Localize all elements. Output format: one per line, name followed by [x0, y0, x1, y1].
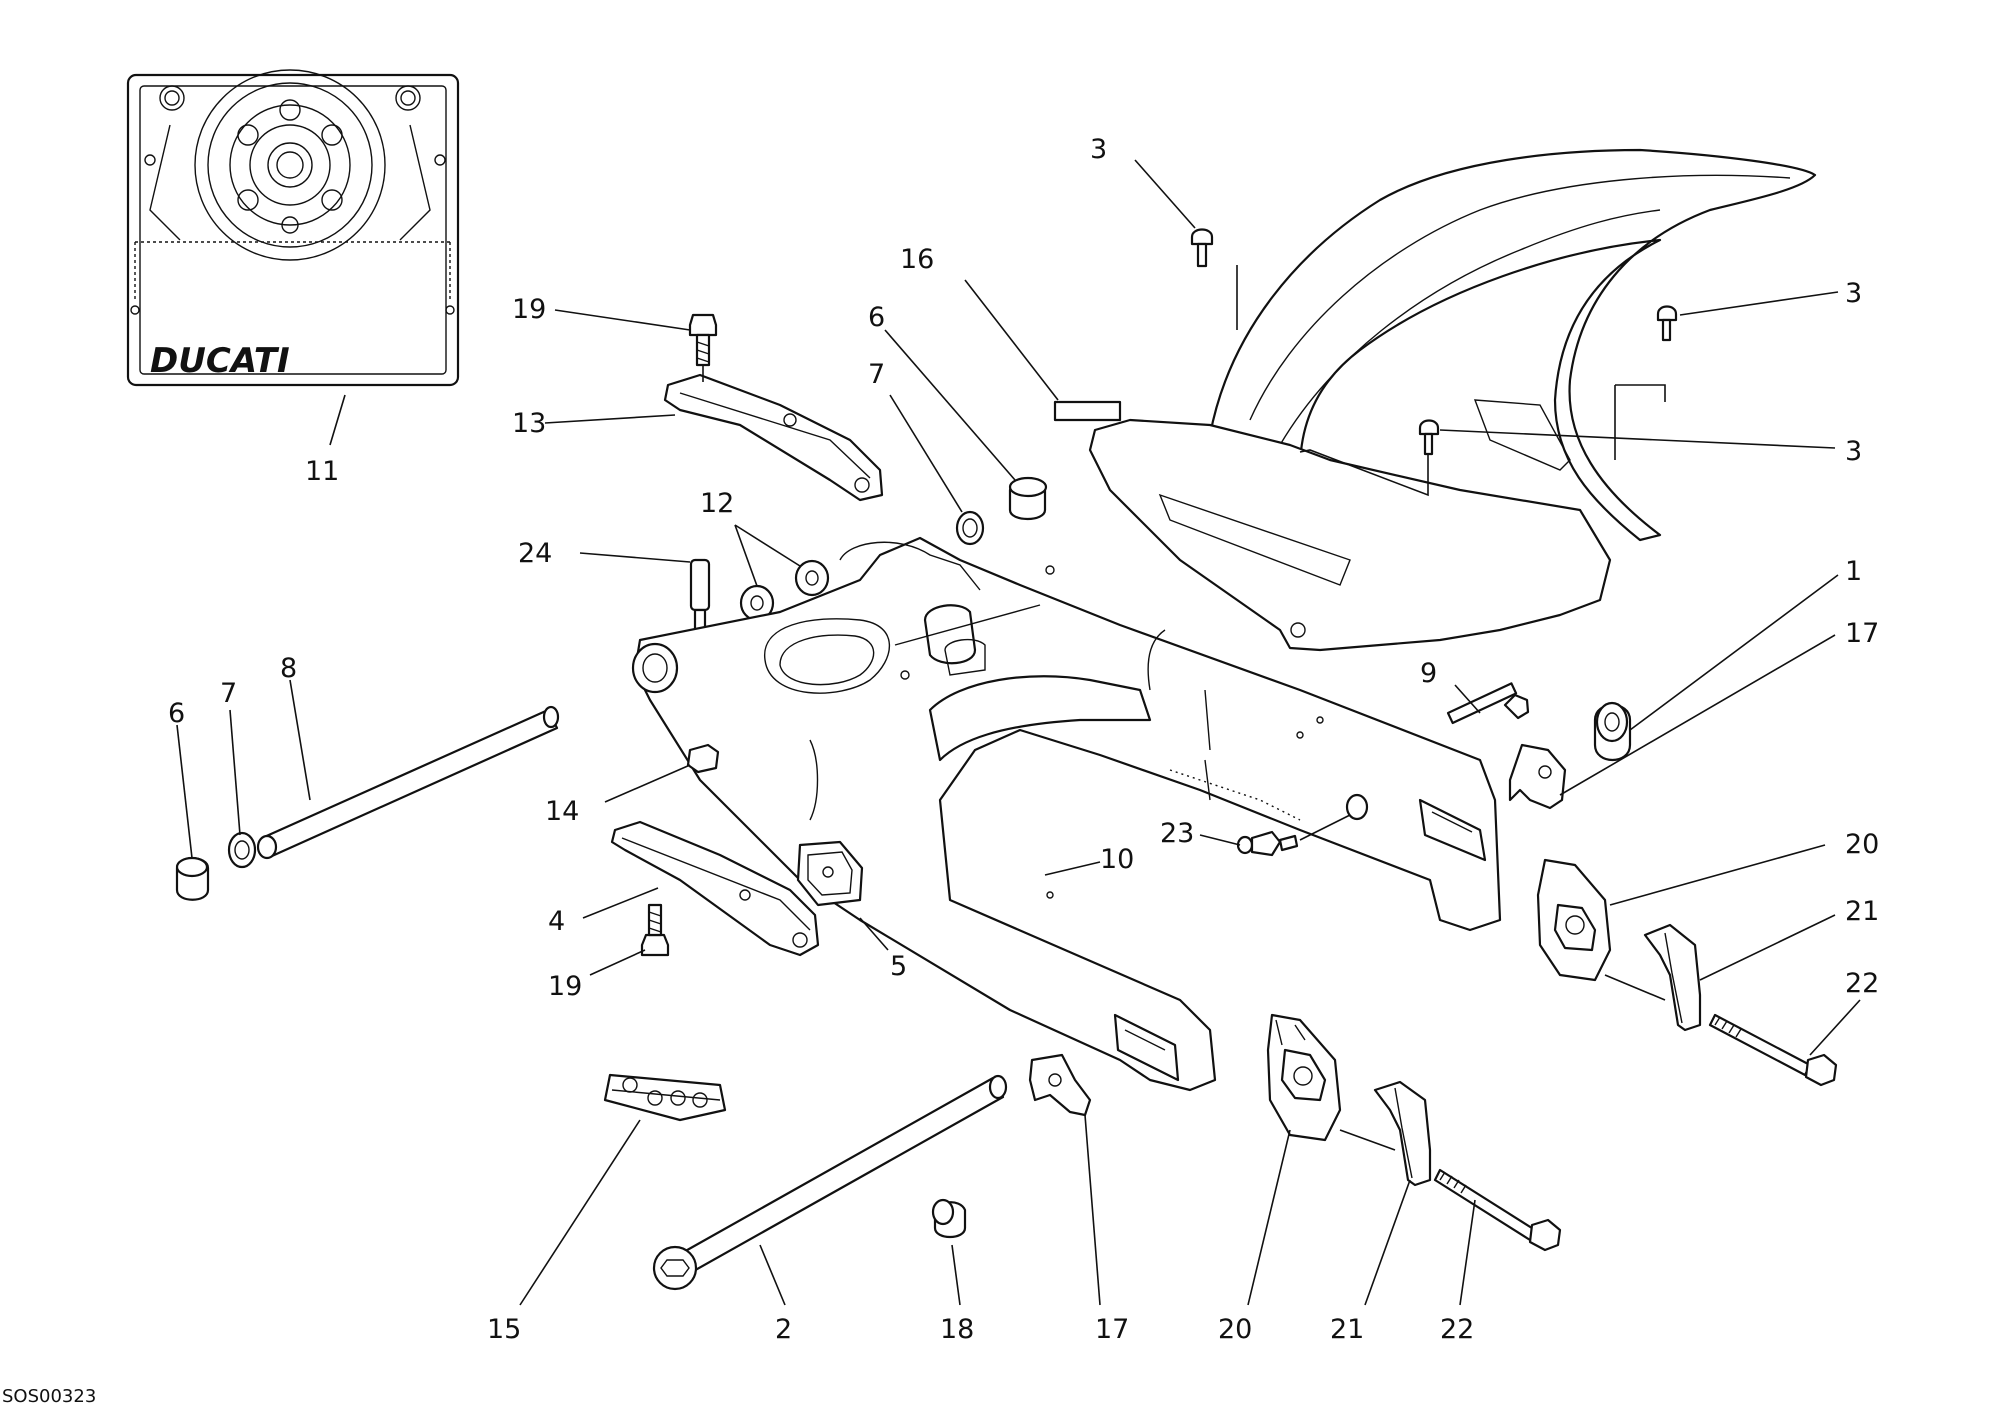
chain-slider-lower-part [610, 820, 820, 957]
pin-24-part [689, 558, 711, 632]
bolt-22a-part [1708, 1013, 1838, 1087]
plug-6a-part [175, 856, 210, 901]
chain-adjuster-20b-part [1266, 1013, 1342, 1142]
callout-3c: 3 [1845, 436, 1862, 467]
bolt-9-part [1446, 682, 1530, 725]
callout-22a: 22 [1845, 968, 1879, 999]
callout-20b: 20 [1218, 1314, 1252, 1345]
fitting-23-part [1236, 830, 1299, 857]
callout-6b: 6 [868, 302, 885, 333]
callout-17b: 17 [1845, 618, 1879, 649]
callout-7b: 7 [868, 359, 885, 390]
callout-13: 13 [512, 408, 546, 439]
callout-20a: 20 [1845, 829, 1879, 860]
ring-7b-part [955, 510, 985, 546]
brand-logo-text: DUCATI [150, 341, 290, 381]
shaft-8-part [256, 705, 560, 860]
callout-21a: 21 [1845, 896, 1879, 927]
callout-16: 16 [900, 244, 934, 275]
plug-1-part [1593, 701, 1632, 761]
callout-21b: 21 [1330, 1314, 1364, 1345]
plug-6b-part [1008, 476, 1048, 521]
swingarm-part [631, 536, 1502, 1092]
bolt-19a-part [688, 313, 718, 367]
nut-14-part [686, 743, 720, 774]
callout-3a: 3 [1090, 134, 1107, 165]
callout-6a: 6 [168, 698, 185, 729]
callout-3b: 3 [1845, 278, 1862, 309]
callout-15: 15 [487, 1314, 521, 1345]
callout-18: 18 [940, 1314, 974, 1345]
callout-14: 14 [545, 796, 579, 827]
callout-19b: 19 [548, 971, 582, 1002]
plug-18-part [931, 1198, 967, 1239]
callout-22b: 22 [1440, 1314, 1474, 1345]
callout-12: 12 [700, 488, 734, 519]
callout-7a: 7 [220, 678, 237, 709]
diagram-code: SOS00323 [2, 1386, 96, 1407]
tensioner-21b-part [1373, 1080, 1432, 1187]
callout-5: 5 [890, 951, 907, 982]
rear-mudguard-part [1053, 148, 1817, 652]
ring-7a-part [227, 831, 257, 869]
sprocket-cover-part: DUCATI [126, 69, 460, 387]
bracket-17a-part [1028, 1053, 1092, 1117]
screw-3c-part [1418, 419, 1440, 456]
callout-1: 1 [1845, 556, 1862, 587]
bolt-19b-part [640, 903, 670, 957]
chain-adjuster-20a-part [1536, 858, 1612, 982]
callout-4: 4 [548, 906, 565, 937]
screw-3b-part [1656, 305, 1678, 342]
plate-5-part [796, 840, 864, 907]
bracket-17b-part [1508, 743, 1567, 810]
callout-23: 23 [1160, 818, 1194, 849]
callout-17a: 17 [1095, 1314, 1129, 1345]
callout-9: 9 [1420, 658, 1437, 689]
axle-2-part [652, 1074, 1008, 1291]
screw-3a-part [1190, 228, 1214, 268]
bolt-22b-part [1433, 1168, 1562, 1252]
callout-2: 2 [775, 1314, 792, 1345]
chain-link-15-part [603, 1073, 727, 1122]
washer-12b-part [794, 559, 830, 597]
tensioner-21a-part [1643, 923, 1702, 1032]
callout-11: 11 [305, 456, 339, 487]
callout-24: 24 [518, 538, 552, 569]
callout-8: 8 [280, 653, 297, 684]
callout-10: 10 [1100, 844, 1134, 875]
callout-19a: 19 [512, 294, 546, 325]
chain-slider-upper-part [663, 373, 884, 502]
